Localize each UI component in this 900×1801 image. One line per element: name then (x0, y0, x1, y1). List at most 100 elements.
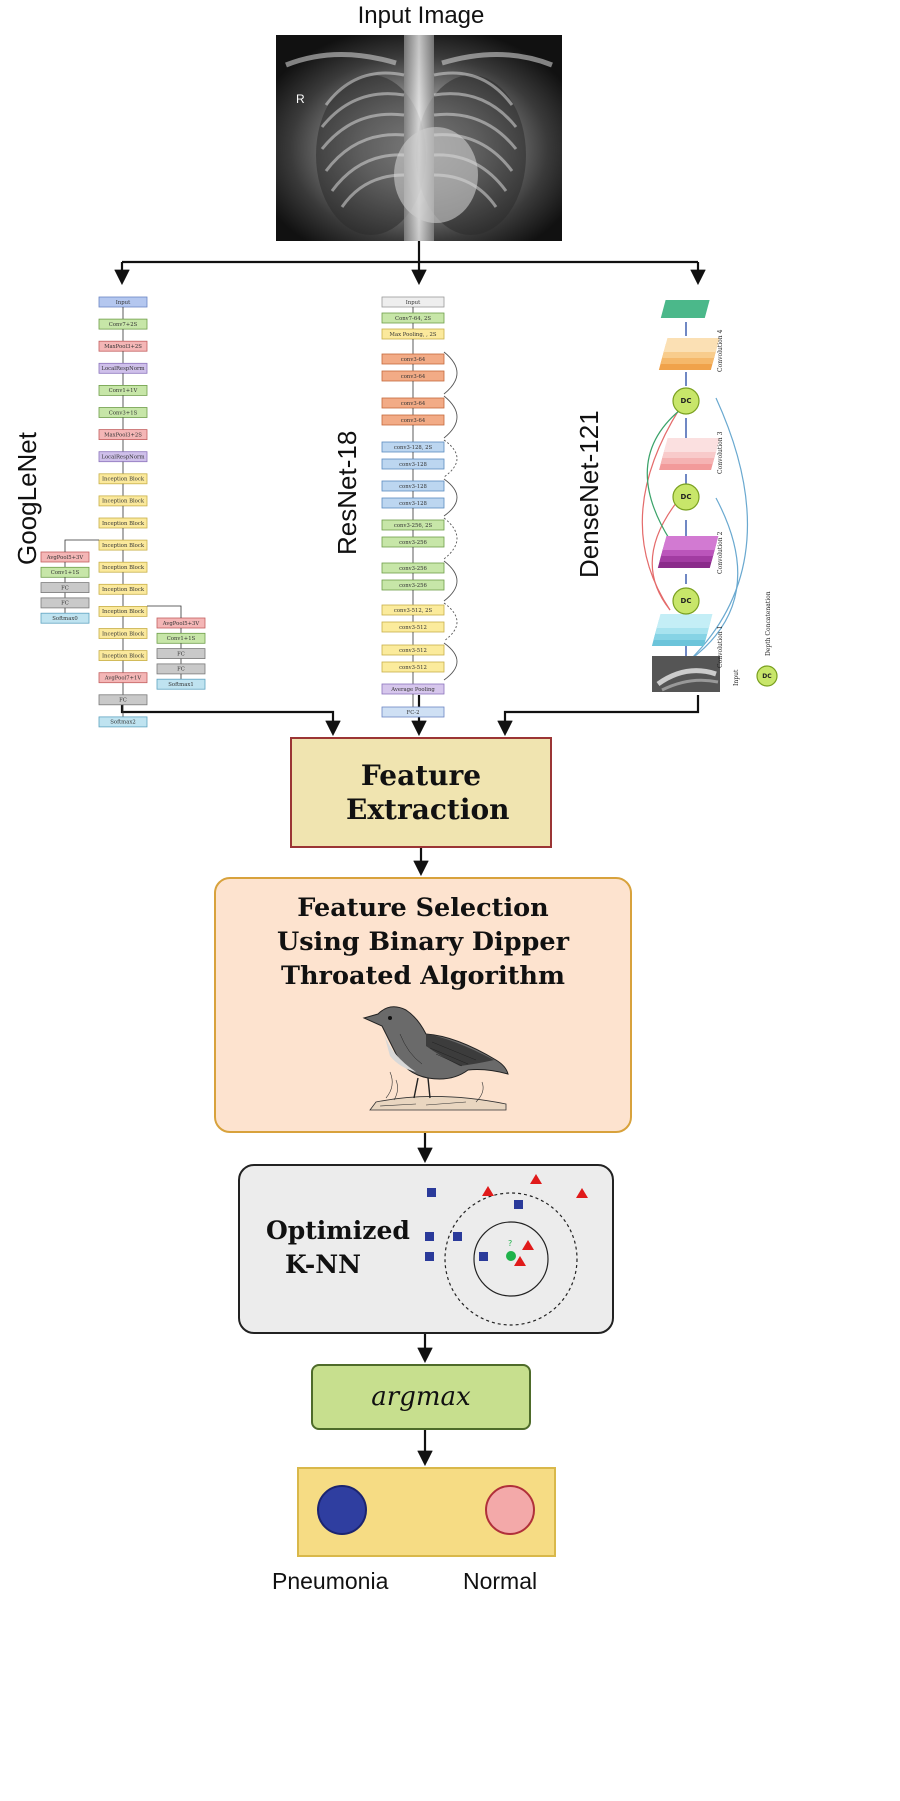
googlenet-aux1-block-label: Softmax0 (52, 616, 78, 622)
googlenet-aux2-block-label: Softmax1 (168, 682, 193, 688)
normal-label: Normal (463, 1568, 538, 1594)
densenet-label: DenseNet-121 (574, 410, 604, 578)
googlenet-main-block-label: Input (116, 300, 131, 306)
input-image-title: Input Image (357, 2, 485, 29)
resnet-block (381, 706, 445, 718)
resnet-block-label: conv3-256, 2S (394, 523, 433, 529)
googlenet-main-block-label: Inception Block (102, 653, 145, 659)
resnet-skip-connection (443, 560, 458, 602)
resnet-block-label: Conv7-64, 2S (395, 316, 431, 322)
xray-marker: R (296, 92, 305, 106)
resnet-skip-connection (443, 602, 458, 642)
resnet-skip-connection (443, 517, 458, 560)
densenet-conv-3-label: Convolution 3 (717, 431, 724, 474)
resnet-block-label: conv3-128, 2S (394, 445, 433, 451)
resnet-block-label: conv3-64 (401, 357, 426, 363)
dc-node-3: DC (681, 397, 692, 405)
googlenet-aux2-block-label: FC (177, 667, 185, 673)
googlenet-main-block-label: Inception Block (102, 477, 145, 483)
dc-node-2: DC (681, 493, 692, 501)
feature-selection-box: Feature Selection Using Binary Dipper Th… (214, 877, 632, 1133)
resnet-block-label: conv3-256 (399, 566, 427, 572)
googlenet-aux1-block (40, 612, 90, 624)
densenet-conv-2-label: Convolution 2 (717, 531, 724, 574)
googlenet-main-block-label: Inception Block (102, 543, 145, 549)
googlenet-aux1-block-label: FC (61, 585, 69, 591)
feature-selection-label: Feature Selection Using Binary Dipper Th… (276, 893, 570, 991)
chest-xray-image: R (276, 35, 562, 241)
googlenet-aux2-block-label: FC (177, 651, 185, 657)
googlenet-aux2-block-label: AvgPool5+3V (162, 621, 200, 627)
googlenet-main-block-label: Inception Block (102, 609, 145, 615)
googlenet-main-block-label: Inception Block (102, 521, 145, 527)
googlenet-main-block-label: Conv1+1V (109, 388, 138, 394)
knn-query-mark: ? (508, 1239, 512, 1248)
resnet-block-label: Max Pooling, , 2S (390, 332, 437, 338)
resnet-skip-connection (443, 351, 458, 395)
googlenet-aux1-block-label: AvgPool5+3V (46, 555, 84, 561)
legend-depth-concatenation: Depth Concatenation (765, 591, 772, 656)
resnet-block-label: conv3-512, 2S (394, 608, 433, 614)
densenet-input-label: Input (733, 669, 740, 686)
googlenet-main-block-label: Inception Block (102, 565, 145, 571)
resnet-block-label: conv3-512 (399, 625, 427, 631)
googlenet-aux2-block-label: Conv1+1S (167, 636, 196, 642)
googlenet-main-block-label: LocalRespNorm (101, 366, 144, 372)
legend-dc-symbol: DC (762, 673, 772, 680)
densenet-conv-1-label: Convolution 1 (717, 626, 724, 668)
resnet-block-label: conv3-64 (401, 401, 426, 407)
googlenet-main-block-label: Softmax2 (110, 720, 135, 726)
googlenet-aux1-block-label: FC (61, 601, 69, 607)
googlenet-main-block (98, 716, 148, 728)
resnet-block-label: conv3-512 (399, 665, 427, 671)
pneumonia-label: Pneumonia (272, 1568, 389, 1594)
resnet-block-label: conv3-128 (399, 462, 427, 468)
resnet-skip-connection (443, 642, 458, 681)
knn-scatter-illustration: ? (425, 1174, 588, 1326)
resnet-block-label: conv3-64 (401, 418, 426, 424)
googlenet-diagram: InputConv7+2SMaxPool3+2SLocalRespNormCon… (40, 296, 206, 728)
densenet-diagram: DC DC DC Convolution 1 Convolution 2 Con… (641, 300, 778, 692)
googlenet-main-block-label: Inception Block (102, 587, 145, 593)
feature-extraction-label: Feature Extraction (346, 758, 510, 826)
normal-class-circle (485, 1485, 535, 1535)
dc-node-1: DC (681, 597, 692, 605)
googlenet-main-block-label: MaxPool3+2S (104, 432, 142, 438)
googlenet-aux2-branch (147, 605, 182, 618)
resnet-block-label: conv3-512 (399, 648, 427, 654)
resnet-skip-connection (443, 395, 458, 439)
resnet-block-label: conv3-128 (399, 501, 427, 507)
googlenet-aux2-block (156, 678, 206, 690)
resnet-block-label: conv3-128 (399, 484, 427, 490)
googlenet-main-block-label: Inception Block (102, 499, 145, 505)
densenet-conv-4-label: Convolution 4 (717, 329, 724, 372)
googlenet-aux1-branch (64, 539, 99, 552)
pneumonia-class-circle (317, 1485, 367, 1535)
resnet-block-label: FC-2 (407, 710, 420, 716)
output-classes-box (297, 1467, 556, 1557)
googlenet-main-block-label: FC (119, 698, 127, 704)
googlenet-aux1-block-label: Conv1+1S (51, 570, 80, 576)
knn-box: Optimized K-NN ? (238, 1164, 614, 1334)
resnet-label: ResNet-18 (332, 431, 362, 555)
resnet-skip-connection (443, 478, 458, 517)
argmax-label: argmax (371, 1382, 471, 1412)
googlenet-main-block-label: AvgPool7+1V (104, 676, 142, 682)
argmax-box: argmax (311, 1364, 531, 1430)
googlenet-main-block-label: Conv3+1S (109, 410, 138, 416)
knn-label: Optimized K-NN (266, 1216, 410, 1279)
resnet-block-label: conv3-256 (399, 540, 427, 546)
feature-extraction-box: Feature Extraction (290, 737, 552, 848)
resnet-block-label: Average Pooling (390, 687, 435, 693)
googlenet-main-block-label: Inception Block (102, 631, 145, 637)
googlenet-label: GoogLeNet (12, 431, 42, 565)
resnet-skip-connection (443, 439, 458, 478)
googlenet-main-block-label: Conv7+2S (109, 322, 138, 328)
resnet-block-label: conv3-64 (401, 374, 426, 380)
dipper-bird-illustration (362, 1006, 509, 1111)
resnet-block-label: conv3-256 (399, 583, 427, 589)
resnet-block-label: Input (406, 300, 421, 306)
googlenet-main-block-label: LocalRespNorm (101, 455, 144, 461)
